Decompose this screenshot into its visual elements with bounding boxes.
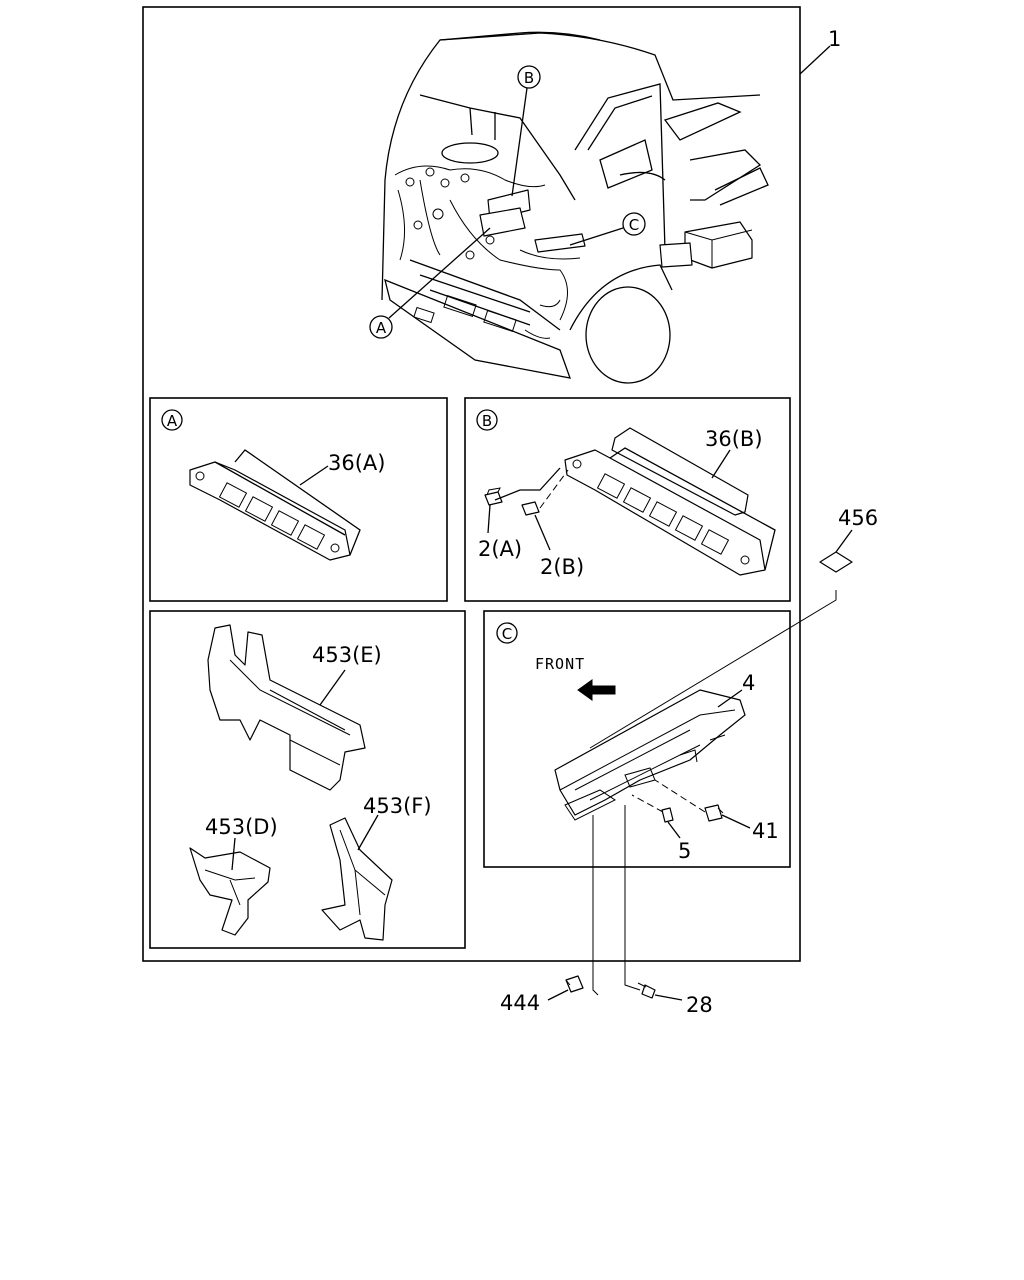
label-2b[interactable]: 2(B)	[540, 555, 584, 579]
part-41-connector[interactable]	[704, 804, 724, 822]
part-453f-duct[interactable]	[321, 817, 393, 941]
label-453d[interactable]: 453(D)	[205, 815, 278, 839]
label-4[interactable]: 4	[742, 671, 755, 695]
detail-panel-c	[483, 610, 791, 868]
part-2a-relay[interactable]	[484, 487, 503, 506]
part-4-bracket[interactable]	[554, 689, 746, 821]
label-36b[interactable]: 36(B)	[705, 427, 763, 451]
truck-cab-illustration	[381, 31, 769, 384]
callout-a-circle	[369, 315, 393, 339]
label-5[interactable]: 5	[678, 839, 691, 863]
label-2a[interactable]: 2(A)	[478, 537, 522, 561]
part-36b-fusebox[interactable]	[564, 427, 776, 576]
label-444[interactable]: 444	[500, 991, 540, 1015]
label-36a[interactable]: 36(A)	[328, 451, 385, 475]
label-assembly[interactable]: 1	[828, 27, 841, 51]
front-direction-label: FRONT	[535, 655, 585, 673]
detail-panel-453	[149, 610, 466, 949]
panel-c-badge: C	[502, 625, 512, 643]
part-453e-duct[interactable]	[207, 624, 366, 791]
label-453e[interactable]: 453(E)	[312, 643, 382, 667]
panel-b-badge: B	[482, 412, 492, 430]
callout-b-circle	[517, 65, 541, 89]
label-453f[interactable]: 453(F)	[363, 794, 432, 818]
assembly-frame	[142, 6, 801, 962]
detail-panel-a	[149, 397, 448, 602]
callout-b-label[interactable]: B	[524, 69, 534, 87]
label-456[interactable]: 456	[838, 506, 878, 530]
callout-c-label[interactable]: C	[629, 216, 639, 234]
callout-a-label[interactable]: A	[376, 319, 387, 337]
detail-panel-b	[464, 397, 791, 602]
part-36a-bracket[interactable]	[189, 449, 361, 561]
label-41[interactable]: 41	[752, 819, 779, 843]
part-2b-relay[interactable]	[521, 501, 540, 516]
part-453d-duct[interactable]	[189, 847, 271, 936]
part-28-screw[interactable]	[637, 982, 656, 999]
part-456-pad[interactable]	[819, 551, 853, 573]
callout-c-circle	[622, 212, 646, 236]
label-28[interactable]: 28	[686, 993, 713, 1017]
panel-a-badge: A	[167, 412, 178, 430]
part-444-clip[interactable]	[565, 975, 584, 993]
front-arrow-icon	[577, 679, 616, 701]
part-5-clip[interactable]	[661, 807, 674, 823]
